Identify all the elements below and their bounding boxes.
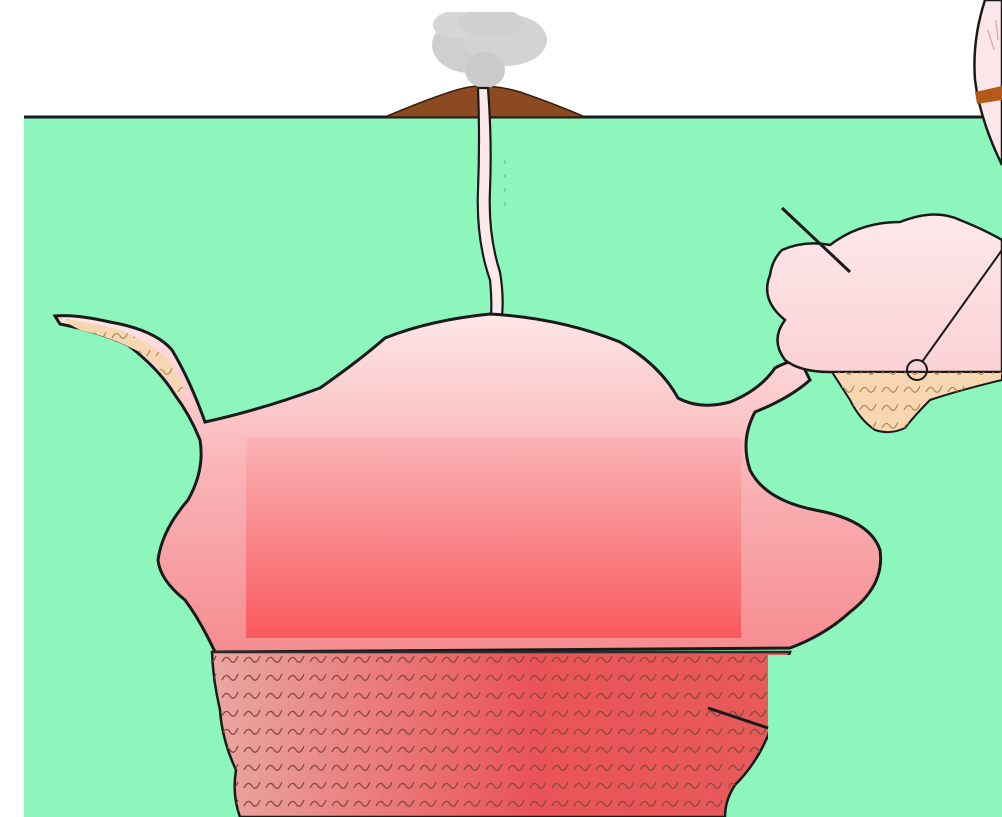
highlight-block [246, 438, 741, 638]
mask-patch [768, 655, 1002, 817]
main-crystal-cumulate [212, 652, 790, 817]
